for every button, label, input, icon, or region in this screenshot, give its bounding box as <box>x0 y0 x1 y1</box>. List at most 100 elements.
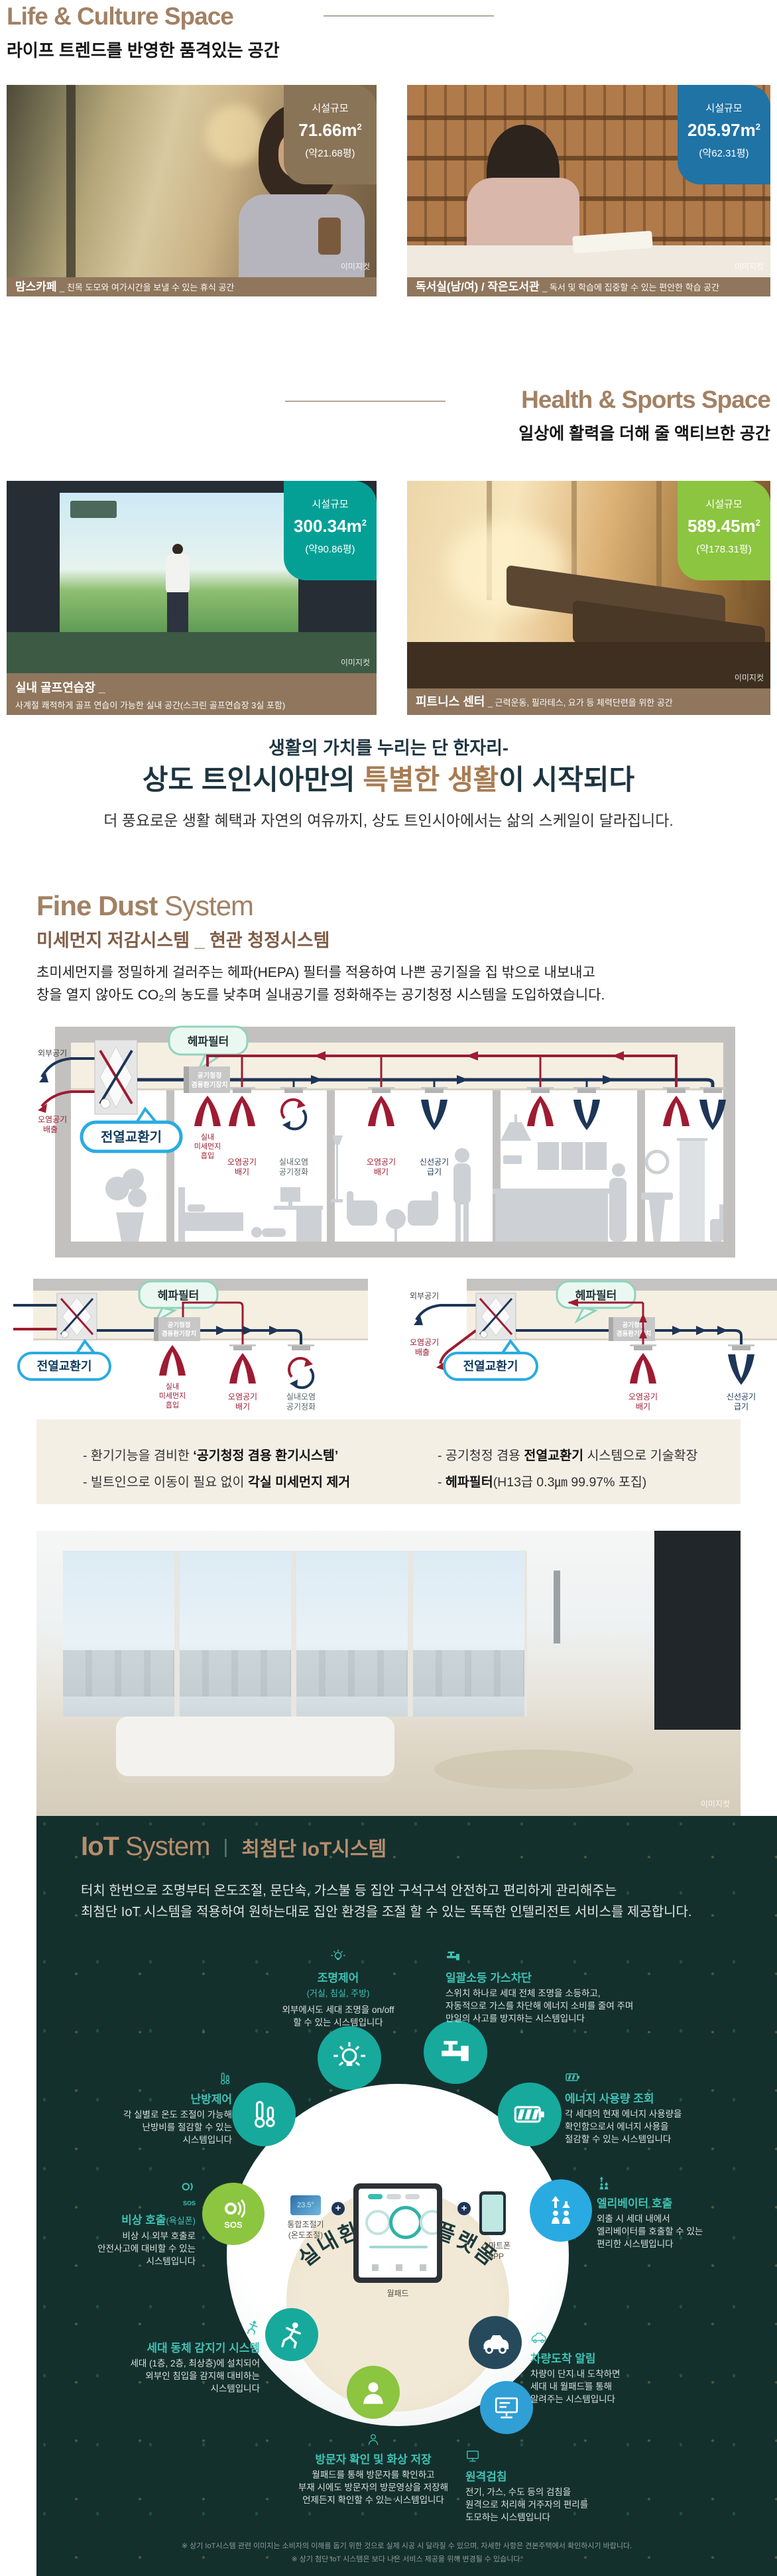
item-line: 언제든지 확인할 수 있는 시스템입니다 <box>302 2495 444 2505</box>
thermometer-outline-icon <box>220 2073 230 2085</box>
life-section-subtitle: 라이프 트렌드를 반영한 품격있는 공간 <box>7 40 280 60</box>
label-hepa: 헤파필터 <box>188 1035 229 1048</box>
finedust-desc1: 초미세먼지를 정밀하게 걸러주는 헤파(HEPA) 필터를 적용하여 나쁜 공기… <box>36 965 595 980</box>
wallpad-ui-ring <box>365 2210 390 2235</box>
fitness-photo: 시설규모 589.45m2 (약178.31평) 이미지컷 <box>407 481 770 688</box>
label-exhaust2: 배기 <box>636 1402 650 1411</box>
wallpad-device <box>353 2183 442 2283</box>
item-line: 안전사고에 대비할 수 있는 <box>97 2244 196 2254</box>
facility-size-value: 589.45m2 <box>687 516 760 536</box>
label-intake2: 미세먼지 <box>194 1142 221 1151</box>
iot-item-energy: 에너지 사용량 조회 각 세대의 현재 에너지 사용량을 확인함으로서 에너지 … <box>565 2069 750 2146</box>
gas-circle <box>424 2020 487 2084</box>
sos-circle: SOS <box>202 2183 265 2245</box>
item-title: 차량도착 알림 <box>530 2352 596 2365</box>
finedust-title: Fine Dust System <box>36 890 254 921</box>
label-unit1: 공기청정 <box>168 1321 191 1329</box>
rug-shape <box>434 1750 633 1789</box>
card-fitness: 시설규모 589.45m2 (약178.31평) 이미지컷 피트니스 센터 _ … <box>407 481 770 715</box>
facility-label: 시설규모 <box>312 499 349 510</box>
card-reading-room: 시설규모 205.97m2 (약62.31평) 이미지컷 독서실(남/여) / … <box>407 85 770 296</box>
item-line: 스위치 하나로 세대 전체 조명을 소등하고, <box>446 1988 601 1998</box>
iot-item-car: 차량도착 알림 차량이 단지 내 도착하면 세대 내 월패드를 통해 알려주는 … <box>530 2329 689 2406</box>
finedust-bullet: - 환기기능을 겸비한 ‘공기청정 겸용 환기시스템’ <box>83 1449 339 1463</box>
bokeh-light <box>206 105 265 164</box>
label-unit2: 겸용환기장치 <box>162 1330 196 1338</box>
label-supply2: 급기 <box>427 1167 442 1177</box>
golf-photo: 시설규모 300.34m2 (약90.86평) 이미지컷 <box>7 481 377 673</box>
item-title: 세대 동체 감지기 시스템 <box>147 2342 260 2354</box>
item-title: 엘리베이터 호출 <box>597 2197 673 2210</box>
item-line: 절감할 수 있는 시스템입니다 <box>565 2134 672 2144</box>
phone-shape <box>318 218 341 255</box>
runner-outline-icon <box>247 2321 258 2335</box>
wallpad-ui-icon <box>396 2264 402 2271</box>
finedust-bullet: - 빌트인으로 이동이 필요 없이 각실 미세먼지 제거 <box>83 1475 351 1490</box>
image-cut-label: 이미지컷 <box>700 1799 730 1809</box>
caption-name: 피트니스 센터 <box>416 695 485 708</box>
item-line: 각 세대의 현재 에너지 사용량을 <box>565 2109 682 2119</box>
elevator-circle <box>530 2179 592 2242</box>
fitness-caption: 피트니스 센터 _ 근력운동, 필라테스, 요가 등 체력단련을 위한 공간 <box>407 688 770 715</box>
item-line: 외부에서도 세대 조명을 on/off <box>282 2005 394 2015</box>
label-hepa: 헤파필터 <box>158 1289 200 1302</box>
facility-label: 시설규모 <box>705 103 743 114</box>
item-line: 외출 시 세대 내에서 <box>597 2214 670 2224</box>
gym-floor-shape <box>407 642 770 688</box>
sos-mini-text: SOS <box>182 2200 196 2207</box>
finedust-notes-box <box>36 1419 741 1504</box>
person-sweater-shape <box>239 194 365 277</box>
label-exchanger: 전열교환기 <box>463 1359 518 1373</box>
iot-item-visitor: 방문자 확인 및 화상 저장 월패드를 통해 방문자를 확인하고 부재 시에도 … <box>274 2433 473 2506</box>
label-intake3: 흡입 <box>166 1400 179 1409</box>
pendant-light-shape <box>554 1571 560 1643</box>
item-line: 만일의 사고를 방지하는 시스템입니다 <box>446 2014 585 2024</box>
label-intake2: 미세먼지 <box>159 1391 186 1400</box>
item-line: 알려주는 시스템입니다 <box>530 2394 615 2404</box>
label-unit2: 겸용환기장치 <box>191 1080 227 1089</box>
runner-icon <box>281 2322 301 2349</box>
item-subtitle: (거실, 침실, 주방) <box>306 1988 370 1998</box>
label-polluted-air: 오염공기 <box>38 1115 67 1124</box>
energy-circle <box>498 2083 562 2146</box>
image-cut-label: 이미지컷 <box>340 262 370 271</box>
scoreboard-shape <box>70 501 117 518</box>
label-polluted-air: 오염공기 <box>410 1338 439 1347</box>
vent-subdiagram-left: 전열교환기 헤파필터 공기청정 겸용환기장치 실내 미세먼지 흡입 오염공기 배… <box>13 1279 368 1411</box>
golfer-body-shape <box>166 554 190 595</box>
facility-badge: 시설규모 71.66m2 (약21.68평) <box>284 85 377 184</box>
sofa-shape <box>116 1716 394 1776</box>
life-section-title: Life & Culture Space <box>7 3 234 30</box>
golf-mat-shape <box>7 632 377 673</box>
plus-icon: + <box>331 2202 345 2215</box>
item-line: 시스템입니다 <box>210 2384 260 2394</box>
wallpad-label: 월패드 <box>387 2289 409 2298</box>
item-title: 에너지 사용량 조회 <box>565 2093 654 2105</box>
label-outside-air: 외부공기 <box>410 1291 439 1301</box>
golf-caption: 실내 골프연습장 _ 사계절 쾌적하게 골프 연습이 가능한 실내 공간(스크린… <box>7 673 377 715</box>
person-outline-icon <box>368 2434 379 2445</box>
heating-circle <box>232 2083 296 2146</box>
facility-size-value: 71.66m2 <box>298 120 362 140</box>
label-intake1: 실내 <box>166 1382 179 1391</box>
plus-icon: + <box>457 2202 471 2215</box>
health-section-subtitle: 일상에 활력을 더해 줄 액티브한 공간 <box>518 424 770 443</box>
finedust-subtitle: 미세먼지 저감시스템 _ 현관 청정시스템 <box>36 931 330 950</box>
caption-name: 맘스카페 <box>15 281 57 293</box>
iot-item-lighting: 조명제어 (거실, 침실, 주방) 외부에서도 세대 조명을 on/off 할 … <box>255 1949 421 2029</box>
label-supply: 신선공기 <box>727 1392 756 1401</box>
item-line: 자동적으로 가스를 차단해 에너지 소비를 줄여 주며 <box>446 2001 634 2011</box>
label-supply: 신선공기 <box>420 1157 449 1167</box>
facility-size-value: 205.97m2 <box>687 120 760 140</box>
card-moms-cafe: 시설규모 71.66m2 (약21.68평) 이미지컷 맘스카페 _ 친목 도모… <box>7 85 377 296</box>
window-frame-shape <box>66 85 76 277</box>
divider-line <box>324 15 494 17</box>
health-section-title: Health & Sports Space <box>521 386 771 413</box>
window-mullions-shape <box>63 1551 527 1716</box>
smartphone-label2: APP <box>487 2252 504 2261</box>
golfer-legs-shape <box>167 592 188 632</box>
bulb-outline-icon <box>331 1949 345 1960</box>
caption-name: 실내 골프연습장 _ <box>15 681 105 694</box>
iot-item-gas: 일괄소등 가스차단 스위치 하나로 세대 전체 조명을 소등하고, 자동적으로 … <box>446 1949 671 2025</box>
divider-line <box>285 401 446 402</box>
